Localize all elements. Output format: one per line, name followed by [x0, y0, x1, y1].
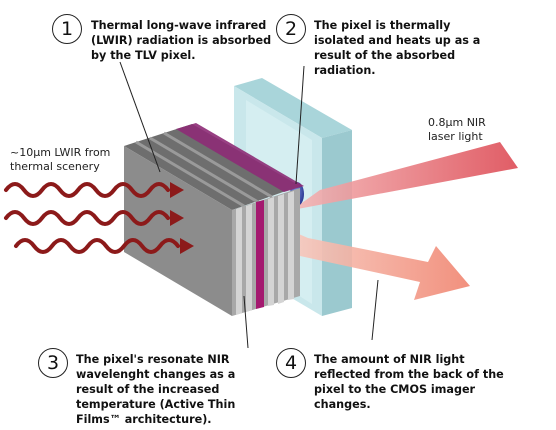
lwir-source-label: ~10µm LWIR from thermal scenery [10, 146, 111, 173]
nir-laser-label: 0.8µm NIR laser light [428, 116, 486, 143]
step-4-badge: 4 [276, 348, 306, 378]
step-2-badge: 2 [276, 14, 306, 44]
step-2-text: The pixel is thermally isolated and heat… [314, 19, 481, 77]
step-4-text: The amount of NIR light reflected from t… [314, 353, 504, 411]
step-1-badge: 1 [52, 14, 82, 44]
lwir-waves [4, 182, 180, 254]
reflected-nir-beam [294, 232, 470, 300]
pixel-cube [124, 123, 304, 316]
step-1-text: Thermal long-wave infrared (LWIR) radiat… [91, 19, 272, 62]
callout-lines [119, 61, 379, 349]
step-3-badge: 3 [38, 348, 68, 378]
step-3-text: The pixel's resonate NIR wavelenght chan… [76, 353, 236, 426]
nir-beam [292, 142, 518, 210]
lwir-arrowheads [170, 182, 194, 254]
